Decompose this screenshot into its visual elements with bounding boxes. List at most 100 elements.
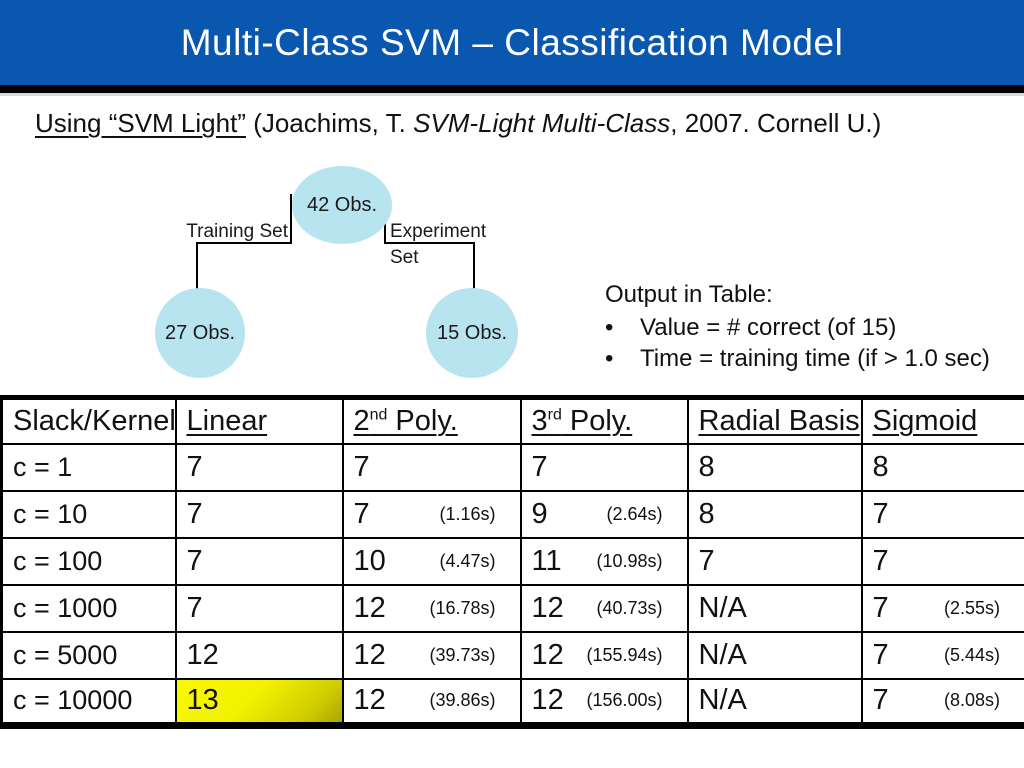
table-cell: 7 bbox=[686, 536, 863, 586]
output-note: Output in Table: • Value = # correct (of… bbox=[605, 281, 990, 374]
cell-time: (156.00s) bbox=[586, 690, 663, 711]
cell-value: 8 bbox=[698, 497, 715, 530]
root-node-circle: 42 Obs. bbox=[292, 166, 392, 244]
table-cell: 7 bbox=[174, 442, 344, 492]
citation-tail-text: , 2007. Cornell U.) bbox=[670, 108, 882, 138]
column-header: Sigmoid bbox=[860, 396, 1024, 445]
table-cell: 8 bbox=[860, 442, 1024, 492]
cell-value: 7 bbox=[872, 497, 889, 530]
table-cell: 11 (10.98s) bbox=[519, 536, 689, 586]
connector-line-left-horizontal bbox=[196, 242, 292, 244]
table-cell: 7 bbox=[519, 442, 689, 492]
connector-line-right-horizontal bbox=[384, 242, 475, 244]
cell-value: 7 bbox=[531, 450, 548, 483]
cell-value: N/A bbox=[698, 638, 747, 671]
row-header: c = 10 bbox=[0, 489, 177, 539]
row-header: c = 10000 bbox=[0, 677, 177, 727]
connector-line-left-vertical-bottom bbox=[196, 242, 198, 289]
row-header: c = 100 bbox=[0, 536, 177, 586]
table-cell: 7 bbox=[174, 583, 344, 633]
cell-value: 7 bbox=[186, 591, 203, 624]
experiment-set-branch-label-line1: Experiment bbox=[390, 221, 487, 242]
cell-value: 7 bbox=[872, 591, 889, 624]
connector-line-left-vertical-top bbox=[290, 194, 292, 243]
training-set-circle: 27 Obs. bbox=[155, 288, 245, 378]
table-cell: 7 bbox=[341, 442, 522, 492]
cell-time: (39.86s) bbox=[429, 690, 496, 711]
cell-time: (2.64s) bbox=[606, 503, 663, 524]
experiment-set-branch-label: Experiment Set bbox=[390, 219, 510, 271]
cell-value: 7 bbox=[186, 544, 203, 577]
column-header: 2nd Poly. bbox=[341, 396, 522, 445]
table-cell: 7 bbox=[174, 536, 344, 586]
column-header: Linear bbox=[174, 396, 344, 445]
cell-time: (5.44s) bbox=[943, 644, 1000, 665]
cell-value: 7 bbox=[872, 544, 889, 577]
bullet-icon: • bbox=[605, 345, 614, 372]
table-cell: 7(8.08s) bbox=[860, 677, 1024, 727]
output-note-heading: Output in Table: bbox=[605, 281, 773, 308]
table-cell: 7 bbox=[860, 489, 1024, 539]
table-cell: 12 (156.00s) bbox=[519, 677, 689, 727]
output-note-bullet-2-text: Time = training time (if > 1.0 sec) bbox=[640, 345, 990, 372]
table-cell: 12 (16.78s) bbox=[341, 583, 522, 633]
cell-value: 8 bbox=[872, 450, 889, 483]
table-cell: 12(39.73s) bbox=[341, 630, 522, 680]
cell-value: 7 bbox=[353, 497, 370, 530]
cell-time: (16.78s) bbox=[429, 597, 496, 618]
cell-value: 7 bbox=[353, 450, 370, 483]
root-node-label: 42 Obs. bbox=[306, 193, 378, 216]
cell-time: (155.94s) bbox=[586, 644, 663, 665]
table-cell: 9 (2.64s) bbox=[519, 489, 689, 539]
table-cell: 13 bbox=[174, 677, 344, 727]
table-cell: N/A bbox=[686, 677, 863, 727]
header-divider bbox=[0, 85, 1024, 96]
bullet-icon: • bbox=[605, 314, 614, 341]
citation-middle-text: (Joachims, T. bbox=[245, 108, 414, 138]
training-set-branch-label: Training Set bbox=[186, 221, 288, 242]
cell-value: N/A bbox=[698, 591, 747, 624]
cell-time: (8.08s) bbox=[943, 690, 1000, 711]
table-cell: 7 (2.55s) bbox=[860, 583, 1024, 633]
cell-value: 8 bbox=[698, 450, 715, 483]
cell-time: (10.98s) bbox=[596, 550, 663, 571]
connector-line-right-vertical-bottom bbox=[473, 242, 475, 289]
cell-value: 12 bbox=[531, 638, 564, 671]
table-cell: 12 bbox=[174, 630, 344, 680]
cell-value: 12 bbox=[353, 591, 386, 624]
cell-time: (2.55s) bbox=[943, 597, 1000, 618]
title-bar: Multi-Class SVM – Classification Model bbox=[0, 0, 1024, 85]
cell-time: (39.73s) bbox=[429, 644, 496, 665]
cell-value: 12 bbox=[186, 638, 219, 671]
cell-value: 7 bbox=[186, 497, 203, 530]
cell-time: (4.47s) bbox=[439, 550, 496, 571]
experiment-set-branch-label-line2: Set bbox=[390, 247, 419, 268]
table-cell: N/A bbox=[686, 630, 863, 680]
cell-value: 9 bbox=[531, 497, 548, 530]
table-cell: 10(4.47s) bbox=[341, 536, 522, 586]
slide-title: Multi-Class SVM – Classification Model bbox=[180, 21, 844, 63]
cell-value: 12 bbox=[531, 684, 564, 717]
column-header: Radial Basis bbox=[686, 396, 863, 445]
cell-value: N/A bbox=[698, 684, 747, 717]
training-set-count-label: 27 Obs. bbox=[164, 321, 236, 344]
column-header: 3rd Poly. bbox=[519, 396, 689, 445]
cell-value: 7 bbox=[698, 544, 715, 577]
table-cell: 12(39.86s) bbox=[341, 677, 522, 727]
row-header: c = 1 bbox=[0, 442, 177, 492]
cell-value: 11 bbox=[531, 544, 562, 577]
row-header: c = 1000 bbox=[0, 583, 177, 633]
table-cell: 8 bbox=[686, 489, 863, 539]
table-row: c = 100 7 10(4.47s) 11 (10.98s) 7 7 bbox=[0, 536, 1024, 586]
output-note-bullet-1: • Value = # correct (of 15) bbox=[605, 312, 990, 343]
table-cell: 7(5.44s) bbox=[860, 630, 1024, 680]
table-cell: 7 bbox=[860, 536, 1024, 586]
table-cell: 8 bbox=[686, 442, 863, 492]
